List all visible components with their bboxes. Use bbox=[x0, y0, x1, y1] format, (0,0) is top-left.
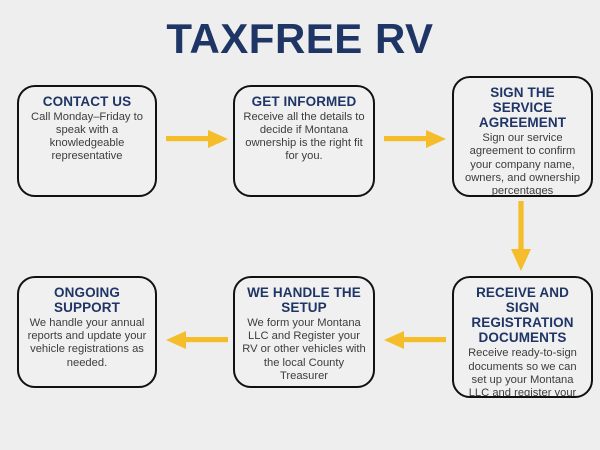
flow-step-title: GET INFORMED bbox=[251, 94, 357, 109]
flow-step-title: RECEIVE AND SIGN REGISTRATION DOCUMENTS bbox=[471, 285, 574, 346]
flow-step-sign-agreement[interactable]: SIGN THE SERVICE AGREEMENT Sign our serv… bbox=[452, 76, 593, 197]
flow-step-body: We form your Montana LLC and Register yo… bbox=[242, 317, 366, 382]
flow-step-ongoing-support[interactable]: ONGOING SUPPORT We handle your annual re… bbox=[17, 276, 157, 388]
flow-step-body: Call Monday–Friday to speak with a knowl… bbox=[31, 111, 143, 163]
flow-step-title: SIGN THE SERVICE AGREEMENT bbox=[478, 85, 567, 131]
flow-step-title: WE HANDLE THE SETUP bbox=[247, 285, 361, 316]
page-title: TAXFREE RV bbox=[166, 15, 434, 62]
arrow-left-icon bbox=[384, 330, 446, 350]
flow-step-title: CONTACT US bbox=[42, 94, 132, 109]
arrow-right-icon bbox=[384, 129, 446, 149]
arrow-down-icon bbox=[510, 201, 532, 271]
flow-step-body: Sign our service agreement to confirm yo… bbox=[464, 132, 581, 197]
flow-step-body: We handle your annual reports and update… bbox=[27, 317, 147, 369]
flow-step-body: Receive ready-to-sign documents so we ca… bbox=[468, 347, 577, 398]
arrow-right-icon bbox=[166, 129, 228, 149]
arrow-left-icon bbox=[166, 330, 228, 350]
flow-step-we-handle-setup[interactable]: WE HANDLE THE SETUP We form your Montana… bbox=[233, 276, 375, 388]
flow-step-body: Receive all the details to decide if Mon… bbox=[243, 111, 365, 163]
flow-step-get-informed[interactable]: GET INFORMED Receive all the details to … bbox=[233, 85, 375, 197]
flow-step-contact-us[interactable]: CONTACT US Call Monday–Friday to speak w… bbox=[17, 85, 157, 197]
flow-step-title: ONGOING SUPPORT bbox=[54, 285, 120, 316]
flow-step-receive-sign-docs[interactable]: RECEIVE AND SIGN REGISTRATION DOCUMENTS … bbox=[452, 276, 593, 398]
